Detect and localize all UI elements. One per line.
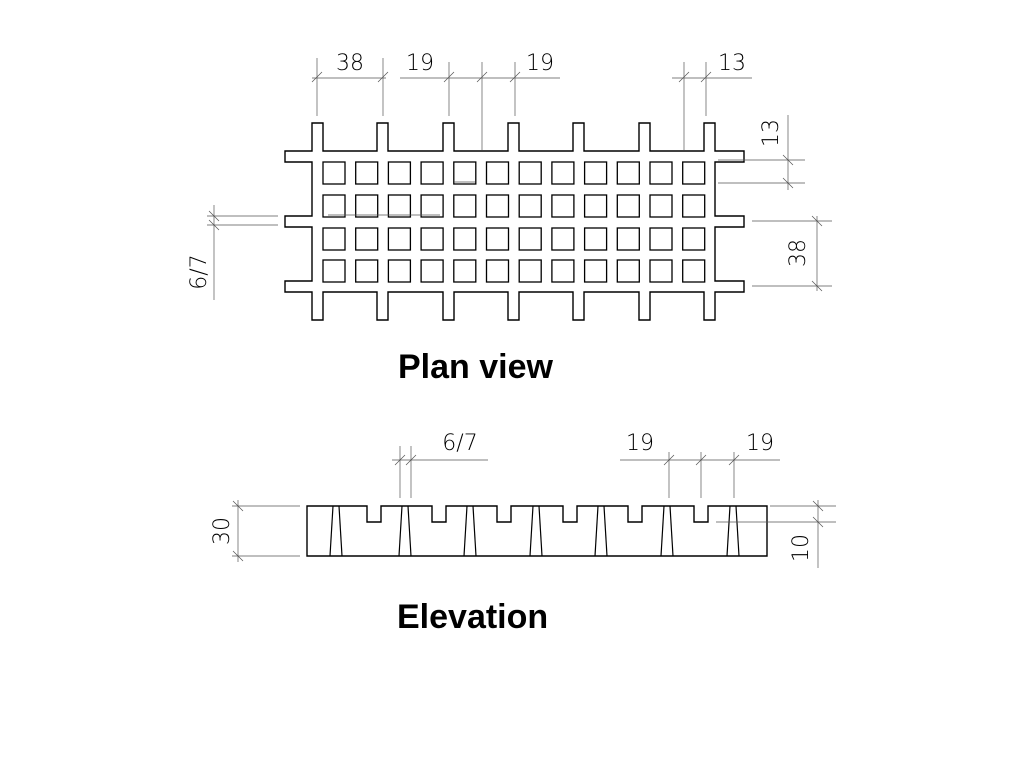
elevation-bar-edge: [603, 505, 608, 557]
elevation-title: Elevation: [397, 598, 548, 636]
plan-grid-cell: [420, 227, 444, 251]
plan-dim-19-b: 19: [526, 51, 554, 76]
plan-grid-cell: [387, 194, 412, 218]
elevation-dim-10: 10: [789, 534, 814, 562]
elevation-outline: [306, 505, 768, 557]
plan-grid-cell: [551, 161, 575, 185]
plan-grid-cell: [453, 227, 477, 251]
elevation-bar-edge: [529, 505, 534, 557]
plan-grid-cell: [387, 259, 412, 283]
plan-grid-cell: [453, 194, 477, 218]
plan-grid-cell: [355, 227, 379, 251]
elevation-bar-edge: [735, 505, 740, 557]
plan-grid-cell: [649, 161, 673, 185]
elevation-dimensions-right: 10: [716, 500, 836, 568]
plan-grid-cell: [453, 259, 477, 283]
plan-dim-13-right: 13: [759, 119, 784, 147]
elevation-bar-edge: [329, 505, 334, 557]
plan-grid-cell: [453, 161, 477, 185]
plan-grid-cell: [616, 194, 640, 218]
plan-grid-cell: [420, 161, 444, 185]
plan-grid-cell: [387, 227, 412, 251]
plan-dim-19-a: 19: [406, 51, 434, 76]
plan-grid-cell: [485, 161, 510, 185]
elevation-dimensions-top: 6/7 19 19: [392, 431, 780, 498]
elevation-bar-edge: [407, 505, 412, 557]
plan-cell-grid: [322, 161, 706, 283]
plan-grid-cell: [420, 194, 444, 218]
elevation-dim-6-7: 6/7: [442, 431, 477, 456]
plan-grid-cell: [551, 194, 575, 218]
plan-grid-cell: [355, 161, 379, 185]
plan-grid-cell: [551, 259, 575, 283]
plan-grid-cell: [616, 259, 640, 283]
plan-grid-cell: [551, 227, 575, 251]
plan-grid-cell: [387, 161, 412, 185]
elevation-bar-edge: [660, 505, 665, 557]
plan-dimensions-top: 38 19 19 13: [311, 51, 752, 150]
plan-grid-cell: [518, 161, 542, 185]
plan-grid-cell: [649, 194, 673, 218]
plan-dim-38-right: 38: [786, 239, 811, 267]
plan-grid-cell: [682, 194, 706, 218]
plan-grid-cell: [682, 161, 706, 185]
plan-view-title: Plan view: [398, 348, 554, 386]
plan-grid-cell: [355, 194, 379, 218]
elevation-bar-edge: [594, 505, 599, 557]
plan-grid-cell: [485, 194, 510, 218]
plan-grid-cell: [583, 194, 608, 218]
plan-grid-cell: [485, 227, 510, 251]
plan-grid-cell: [616, 161, 640, 185]
plan-grid-cell: [322, 227, 346, 251]
plan-grid-cell: [583, 227, 608, 251]
plan-dim-38-top: 38: [336, 51, 364, 76]
plan-dimensions-right: 13 38: [718, 115, 832, 292]
elevation-view: [306, 505, 768, 557]
plan-dim-13-top: 13: [718, 51, 746, 76]
plan-grid-cell: [583, 161, 608, 185]
elevation-bar-edge: [338, 505, 343, 557]
elevation-dim-30: 30: [210, 517, 235, 545]
plan-grid-cell: [518, 227, 542, 251]
elevation-bar-lines: [329, 505, 740, 557]
plan-grid-cell: [616, 227, 640, 251]
plan-outline: [284, 122, 745, 321]
elevation-bar-edge: [472, 505, 477, 557]
plan-view: [284, 122, 745, 321]
plan-grid-cell: [649, 259, 673, 283]
plan-grid-cell: [583, 259, 608, 283]
elevation-bar-edge: [669, 505, 674, 557]
plan-grid-cell: [682, 227, 706, 251]
elevation-dimensions-left: 30: [210, 500, 300, 562]
plan-grid-cell: [682, 259, 706, 283]
plan-grid-cell: [420, 259, 444, 283]
plan-grid-cell: [322, 194, 346, 218]
elevation-bar-edge: [398, 505, 403, 557]
elevation-dim-19-b: 19: [746, 431, 774, 456]
plan-dim-6-7-left: 6/7: [187, 254, 212, 289]
plan-grid-cell: [649, 227, 673, 251]
elevation-dim-19-a: 19: [626, 431, 654, 456]
plan-grid-cell: [322, 161, 346, 185]
elevation-bar-edge: [463, 505, 468, 557]
plan-grid-cell: [322, 259, 346, 283]
elevation-bar-edge: [538, 505, 543, 557]
plan-grid-cell: [518, 194, 542, 218]
plan-grid-cell: [355, 259, 379, 283]
plan-dimensions-left: 6/7: [187, 205, 278, 300]
plan-grid-cell: [485, 259, 510, 283]
elevation-bar-edge: [726, 505, 731, 557]
plan-grid-cell: [518, 259, 542, 283]
